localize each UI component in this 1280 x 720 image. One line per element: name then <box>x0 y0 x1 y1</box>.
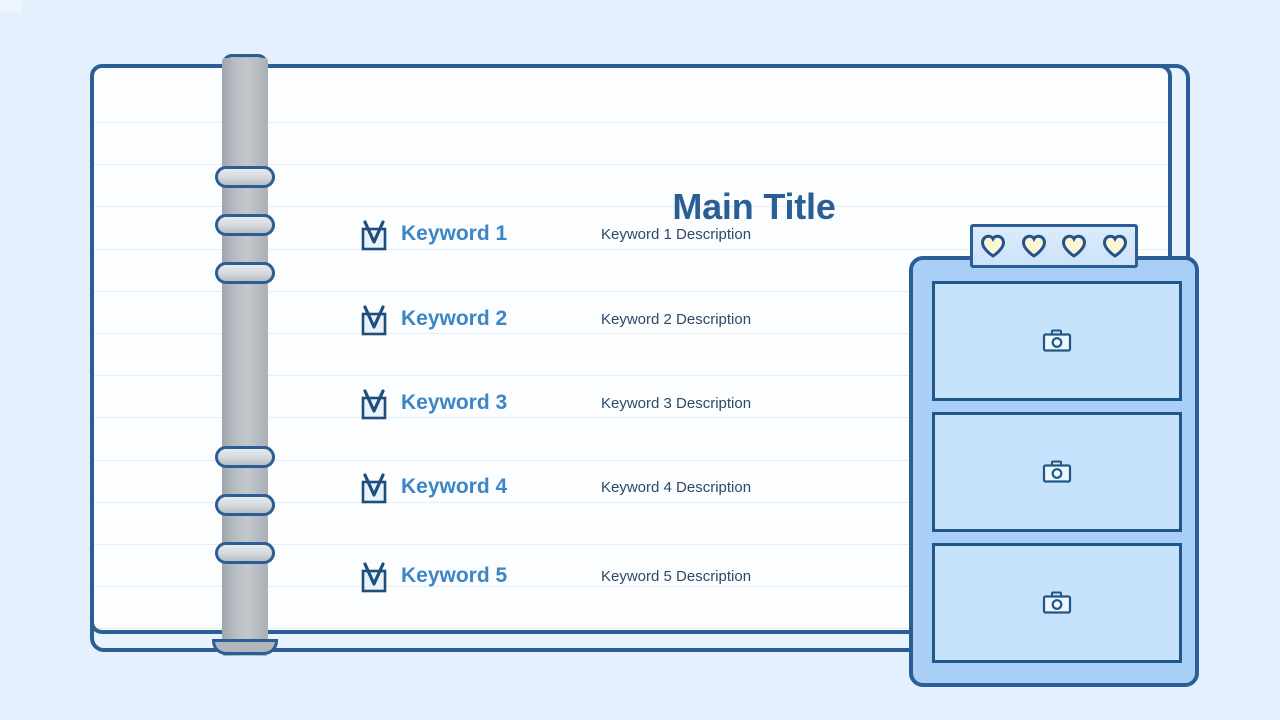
rule-line <box>94 249 1168 250</box>
keyword-row[interactable]: Keyword 4 Keyword 4 Description <box>359 467 751 507</box>
checkbox-check-icon <box>359 470 389 504</box>
keyword-row[interactable]: Keyword 5 Keyword 5 Description <box>359 556 751 596</box>
rule-line <box>94 291 1168 292</box>
checkbox-check-icon <box>359 302 389 336</box>
camera-icon <box>1042 591 1072 615</box>
ruled-lines <box>94 68 1168 630</box>
keyword-description: Keyword 4 Description <box>601 478 752 496</box>
notebook-spine <box>222 58 268 656</box>
rule-line <box>94 544 1168 545</box>
page-title: Main Title <box>672 186 836 227</box>
background-patch <box>0 0 22 12</box>
keyword-label: Keyword 1 <box>401 222 508 245</box>
rule-line <box>94 206 1168 207</box>
rule-line <box>94 628 1168 629</box>
rule-line <box>94 122 1168 123</box>
rule-line <box>94 502 1168 503</box>
spiral-ring <box>215 542 275 564</box>
checkbox-check-icon <box>359 217 389 251</box>
rule-line <box>94 375 1168 376</box>
rule-line <box>94 417 1168 418</box>
spiral-ring <box>215 446 275 468</box>
photo-placeholder[interactable] <box>932 281 1182 401</box>
heart-icon[interactable] <box>980 234 1006 258</box>
keyword-description: Keyword 1 Description <box>601 225 752 243</box>
rule-line <box>94 333 1168 334</box>
rule-line <box>94 164 1168 165</box>
rule-line <box>94 586 1168 587</box>
spiral-ring <box>215 262 275 284</box>
notebook-page: Main Title Keyword 1 Keyword 1 Descripti… <box>90 64 1172 634</box>
spine-cap-bottom <box>212 639 278 655</box>
photo-panel <box>909 256 1199 687</box>
heart-icon[interactable] <box>1021 234 1047 258</box>
hearts-rating-bar[interactable] <box>970 224 1138 268</box>
photo-placeholder[interactable] <box>932 543 1182 663</box>
notebook-content: Main Title Keyword 1 Keyword 1 Descripti… <box>94 68 1168 630</box>
checkbox-check-icon <box>359 386 389 420</box>
camera-icon <box>1042 329 1072 353</box>
keyword-row[interactable]: Keyword 1 Keyword 1 Description <box>359 214 751 254</box>
checkbox-check-icon <box>359 559 389 593</box>
spiral-ring <box>215 166 275 188</box>
rule-line <box>94 460 1168 461</box>
keyword-label: Keyword 5 <box>401 564 508 587</box>
photo-placeholder[interactable] <box>932 412 1182 532</box>
keyword-description: Keyword 5 Description <box>601 567 752 585</box>
keyword-row[interactable]: Keyword 3 Keyword 3 Description <box>359 383 751 423</box>
keyword-label: Keyword 4 <box>401 475 508 498</box>
keyword-label: Keyword 2 <box>401 307 508 330</box>
heart-icon[interactable] <box>1061 234 1087 258</box>
keyword-description: Keyword 3 Description <box>601 394 752 412</box>
keyword-row[interactable]: Keyword 2 Keyword 2 Description <box>359 299 751 339</box>
keyword-description: Keyword 2 Description <box>601 310 752 328</box>
keyword-label: Keyword 3 <box>401 391 508 414</box>
heart-icon[interactable] <box>1102 234 1128 258</box>
camera-icon <box>1042 460 1072 484</box>
spiral-ring <box>215 494 275 516</box>
spiral-ring <box>215 214 275 236</box>
